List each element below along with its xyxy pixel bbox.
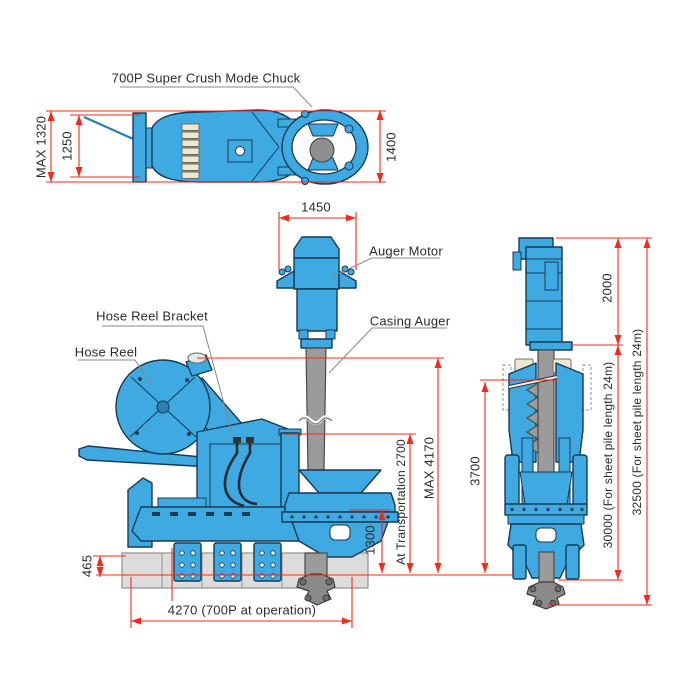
leader-hose-reel-bracket <box>102 325 234 438</box>
base-plate <box>132 112 147 183</box>
dim-3700: 3700 <box>467 456 483 486</box>
hopper-funnel <box>298 469 382 494</box>
leader-casing-auger <box>328 327 447 374</box>
dim-1400: 1400 <box>383 132 399 162</box>
auger-motor-label: Auger Motor <box>369 243 443 259</box>
pile-clamps <box>173 542 282 582</box>
elevation-view <box>78 236 399 606</box>
auger-motor <box>276 236 357 349</box>
roller-chain <box>181 123 200 179</box>
dim-1250: 1250 <box>59 131 75 161</box>
dim-2000: 2000 <box>599 273 615 303</box>
dim-1450: 1450 <box>301 199 331 215</box>
casing-auger-label: Casing Auger <box>369 313 451 329</box>
casing-auger-column <box>297 347 334 471</box>
dim-max-1320: MAX 1320 <box>33 115 49 179</box>
leader-auger-motor <box>330 257 440 278</box>
dim-465: 465 <box>79 554 95 578</box>
dim-1300: 1300 <box>362 525 378 555</box>
dim-30000: 30000 (For sheet pile length 24m) <box>601 361 615 549</box>
rear-view <box>502 237 592 610</box>
machine-body-top <box>151 109 299 183</box>
dim-transport-2700: At Transportation 2700 <box>394 439 408 565</box>
chuck-label: 700P Super Crush Mode Chuck <box>111 70 301 86</box>
hose-reel-bracket-label: Hose Reel Bracket <box>96 308 208 324</box>
antenna <box>83 115 141 144</box>
leader-chuck <box>120 86 313 108</box>
leader-hose-reel <box>78 359 151 384</box>
top-view <box>83 109 369 185</box>
dimension-lines <box>46 110 652 628</box>
dim-32500: 32500 (For sheet pile length 24m) <box>630 328 644 516</box>
dim-max-4170: MAX 4170 <box>421 436 437 500</box>
crush-chuck-ring <box>281 109 369 185</box>
dim-4270: 4270 (700P at operation) <box>167 602 317 618</box>
hose-reel-label: Hose Reel <box>74 344 138 360</box>
leader-lines <box>78 86 447 438</box>
